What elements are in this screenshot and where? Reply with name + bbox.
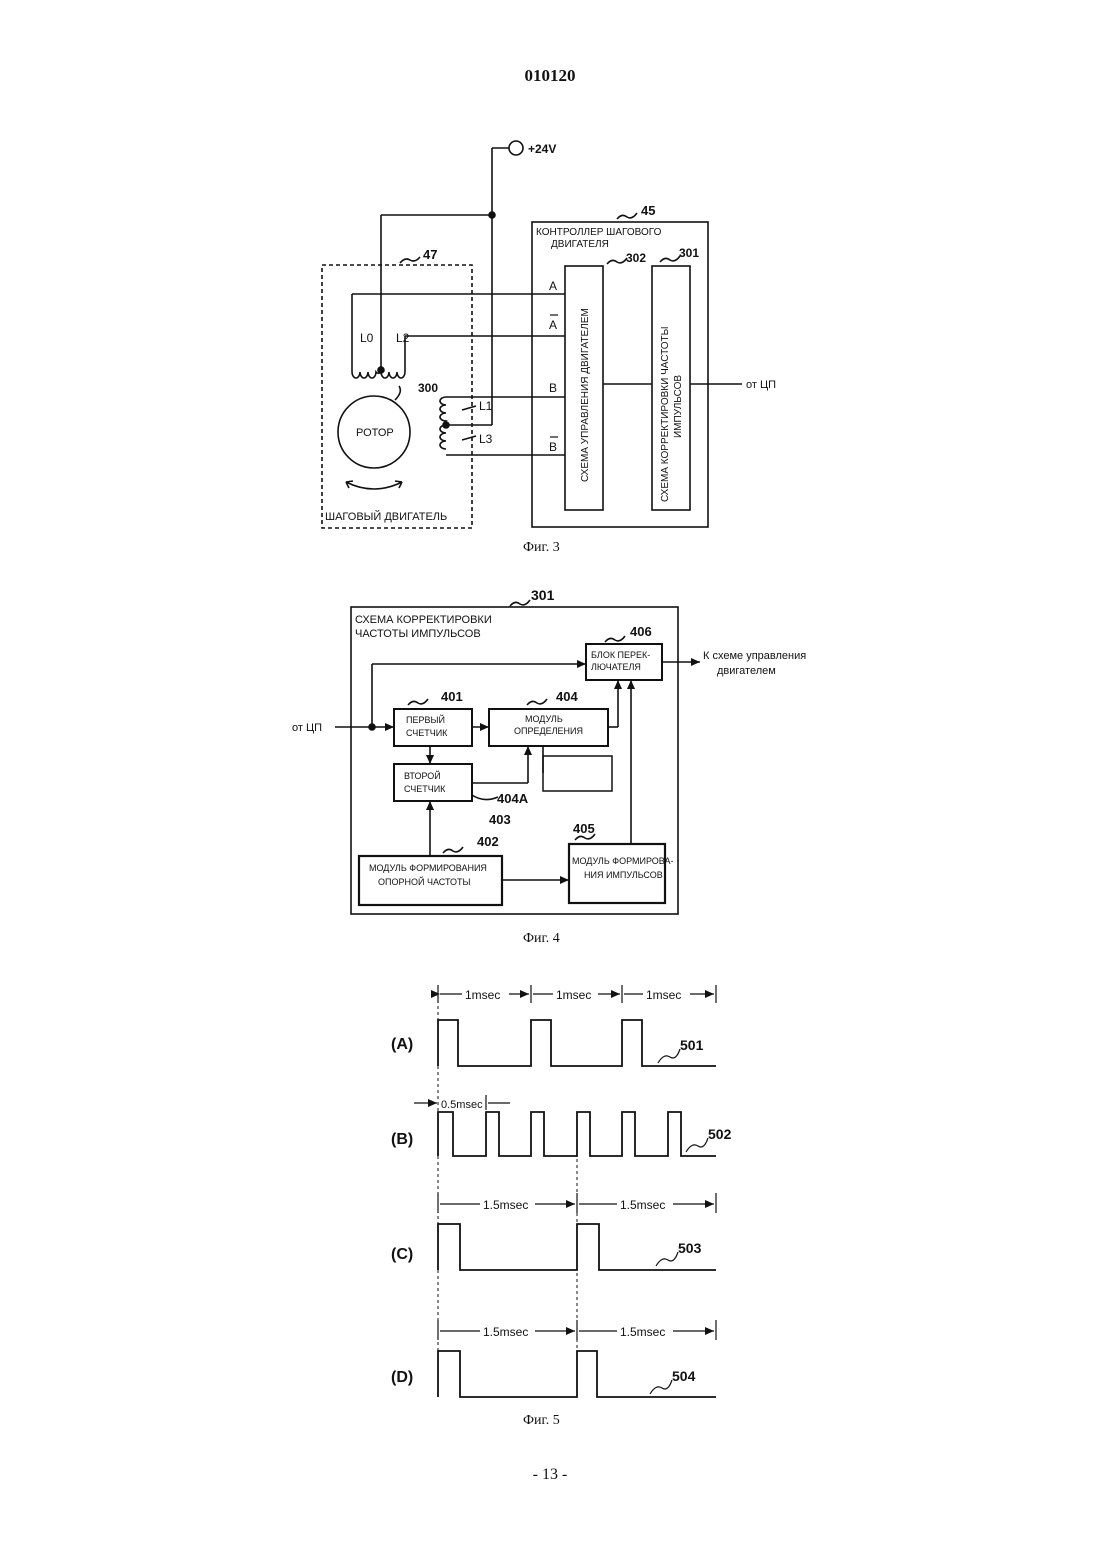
waveform-c	[438, 1224, 716, 1270]
coil-L2-label: L2	[396, 331, 410, 345]
cpu-input-label: от ЦП	[292, 722, 322, 734]
ref-503: 503	[678, 1240, 702, 1256]
terminal-a: A	[549, 279, 557, 293]
ref-502: 502	[708, 1126, 732, 1142]
second-counter-label-2: СЧЕТЧИК	[404, 784, 446, 794]
controller-ref: 45	[641, 203, 655, 218]
figure-5-labels: 1msec 1msec 1msec 0.5msec 1.5msec 1.5mse…	[391, 988, 732, 1386]
rotor-ref: 300	[418, 381, 438, 395]
terminal-a-bar: A	[549, 318, 557, 332]
figure-5-caption: Фиг. 5	[523, 1413, 560, 1428]
reference-generator-label-1: МОДУЛЬ ФОРМИРОВАНИЯ	[369, 863, 487, 873]
switch-ref: 406	[630, 624, 652, 639]
waveform-b	[438, 1112, 716, 1156]
period-a-2: 1msec	[556, 988, 591, 1002]
row-a-label: (A)	[391, 1036, 413, 1053]
coil-L0-L2	[352, 372, 405, 378]
row-c-label: (C)	[391, 1246, 413, 1263]
detection-module-label-2: ОПРЕДЕЛЕНИЯ	[514, 726, 583, 736]
stepper-controller-box	[532, 222, 708, 527]
period-c-1: 1.5msec	[483, 1198, 528, 1212]
pulse-generator-label-2: НИЯ ИМПУЛЬСОВ	[584, 870, 663, 880]
pulse-frequency-correction-circuit	[652, 266, 690, 510]
pulse-generator-ref: 405	[573, 821, 595, 836]
terminal-b: B	[549, 381, 557, 395]
second-counter-ref: 403	[489, 812, 511, 827]
reference-generator-ref: 402	[477, 834, 499, 849]
figure-3-caption: Фиг. 3	[523, 540, 560, 555]
correction-circuit-title-1: СХЕМА КОРРЕКТИРОВКИ	[355, 614, 492, 626]
detection-module-label-1: МОДУЛЬ	[525, 714, 563, 724]
row-b-label: (B)	[391, 1131, 413, 1148]
motor-ref: 47	[423, 247, 437, 262]
ref-501: 501	[680, 1037, 704, 1053]
pulse-generator-label-1: МОДУЛЬ ФОРМИРОВА-	[572, 856, 673, 866]
terminal-b-bar: B	[549, 440, 557, 454]
correction-circuit-ref: 301	[531, 587, 555, 603]
coil-L0-label: L0	[360, 331, 374, 345]
figure-3	[322, 141, 742, 528]
correction-circuit-title-2: ЧАСТОТЫ ИМПУЛЬСОВ	[355, 628, 481, 640]
motor-label: ШАГОВЫЙ ДВИГАТЕЛЬ	[325, 510, 447, 523]
row-d-label: (D)	[391, 1369, 413, 1386]
cpu-input-label: от ЦП	[746, 379, 776, 391]
ref-504: 504	[672, 1368, 696, 1384]
first-counter-ref: 401	[441, 689, 463, 704]
drive-ref: 302	[626, 251, 646, 265]
first-counter-label-2: СЧЕТЧИК	[406, 728, 448, 738]
period-d-2: 1.5msec	[620, 1325, 665, 1339]
correction-ref: 301	[679, 246, 699, 260]
figure-4-caption: Фиг. 4	[523, 931, 560, 946]
period-d-1: 1.5msec	[483, 1325, 528, 1339]
period-c-2: 1.5msec	[620, 1198, 665, 1212]
correction-label-1: СХЕМА КОРРЕКТИРОВКИ ЧАСТОТЫ	[660, 326, 671, 502]
output-label-1: К схеме управления	[703, 650, 806, 662]
period-a-3: 1msec	[646, 988, 681, 1002]
reference-generator-label-2: ОПОРНОЙ ЧАСТОТЫ	[378, 876, 471, 887]
coil-L3-label: L3	[479, 432, 493, 446]
switch-label-2: ЛЮЧАТЕЛЯ	[591, 662, 641, 672]
memory-ref: 404A	[497, 791, 529, 806]
switch-label-1: БЛОК ПЕРЕК-	[591, 650, 650, 660]
supply-label: +24V	[528, 142, 556, 156]
period-b: 0.5msec	[441, 1099, 483, 1111]
figure-5	[414, 985, 716, 1397]
output-label-2: двигателем	[717, 665, 776, 677]
detection-module-ref: 404	[556, 689, 578, 704]
controller-title-2: ДВИГАТЕЛЯ	[551, 239, 609, 250]
period-a-1: 1msec	[465, 988, 500, 1002]
memory-block	[543, 756, 612, 791]
correction-label-2: ИМПУЛЬСОВ	[673, 375, 684, 438]
waveform-a	[438, 1020, 716, 1066]
rotor-label: РОТОР	[356, 427, 394, 439]
first-counter-label-1: ПЕРВЫЙ	[406, 714, 445, 725]
second-counter-block	[394, 764, 472, 801]
figure-4-labels: 301 СХЕМА КОРРЕКТИРОВКИ ЧАСТОТЫ ИМПУЛЬСО…	[292, 587, 806, 887]
coil-L1-label: L1	[479, 399, 493, 413]
page-number: - 13 -	[0, 1466, 1100, 1484]
drive-circuit-label: СХЕМА УПРАВЛЕНИЯ ДВИГАТЕЛЕМ	[580, 308, 591, 482]
controller-title-1: КОНТРОЛЛЕР ШАГОВОГО	[536, 227, 662, 238]
supply-terminal	[509, 141, 523, 155]
second-counter-label-1: ВТОРОЙ	[404, 770, 441, 781]
